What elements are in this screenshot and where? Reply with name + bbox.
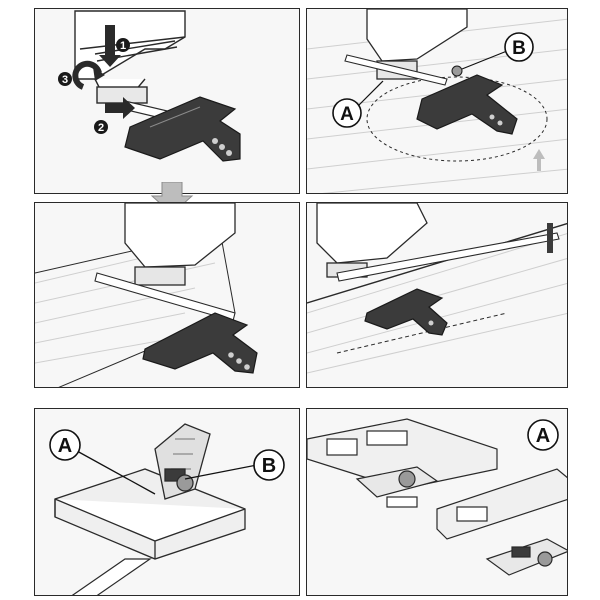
step-3-badge [58,72,72,86]
wood-grain [307,233,567,374]
step-1-badge [116,38,130,52]
illustration-parts-detail: A [307,418,567,576]
label-b-circle [504,32,534,62]
arrow-down-icon [99,25,121,67]
circle-cutter-guide-icon [416,65,518,135]
label-a-circle [332,98,362,128]
circle-cutter-guide-icon [54,423,246,560]
illustration-circle-cut: A B [307,9,567,193]
circle-cutter-guide-icon [364,288,448,336]
step-1-label: 1 [120,40,126,52]
callout-line-a [76,450,156,495]
panel-attach-guide-steps: 1 2 3 [34,8,300,194]
up-arrow-icon [533,149,545,171]
step-2-badge [94,120,108,134]
panel-parts-detail-a: A [306,408,568,596]
step-3-label: 3 [62,74,68,86]
cut-line [336,312,508,354]
board-edge [307,222,567,304]
panel-guide-closeup-ab: A B [34,408,300,596]
jigsaw-icon [74,10,186,104]
illustration-guide-on-board [35,203,258,387]
rail-part-icon [436,468,567,540]
label-a: A [58,435,72,457]
guide-rail [344,54,448,86]
step-2-label: 2 [98,122,104,134]
label-b-circle [253,449,285,481]
label-b: B [512,38,526,59]
label-a: A [536,425,550,447]
circle-cutter-guide-icon [142,312,258,374]
clamp-part-icon [355,466,439,508]
circle-path [366,76,548,162]
label-a-circle [527,419,559,451]
arrow-right-icon [105,97,135,119]
guide-rail [71,558,152,595]
base-plate-icon [307,418,498,490]
label-a: A [340,104,354,125]
panel-guide-on-board [34,202,300,388]
rotate-arrow-icon [72,60,105,90]
jigsaw-icon [124,203,236,286]
illustration-straight-cut [307,203,567,374]
illustration-guide-closeup: A B [49,423,285,595]
guide-rail [336,232,560,282]
label-b: B [262,455,276,477]
callout-line-b [184,464,258,480]
circle-cutter-guide-icon [124,96,241,162]
panel-straight-edge-cut [306,202,568,388]
illustration-attach-guide: 1 2 3 [58,10,241,162]
edge-stop [547,223,553,253]
callout-line-b [461,50,508,70]
clamp-part-icon [485,538,567,576]
callout-line-a [358,80,384,106]
panel-circle-cut-ab: A B [306,8,568,194]
label-a-circle [49,429,81,461]
